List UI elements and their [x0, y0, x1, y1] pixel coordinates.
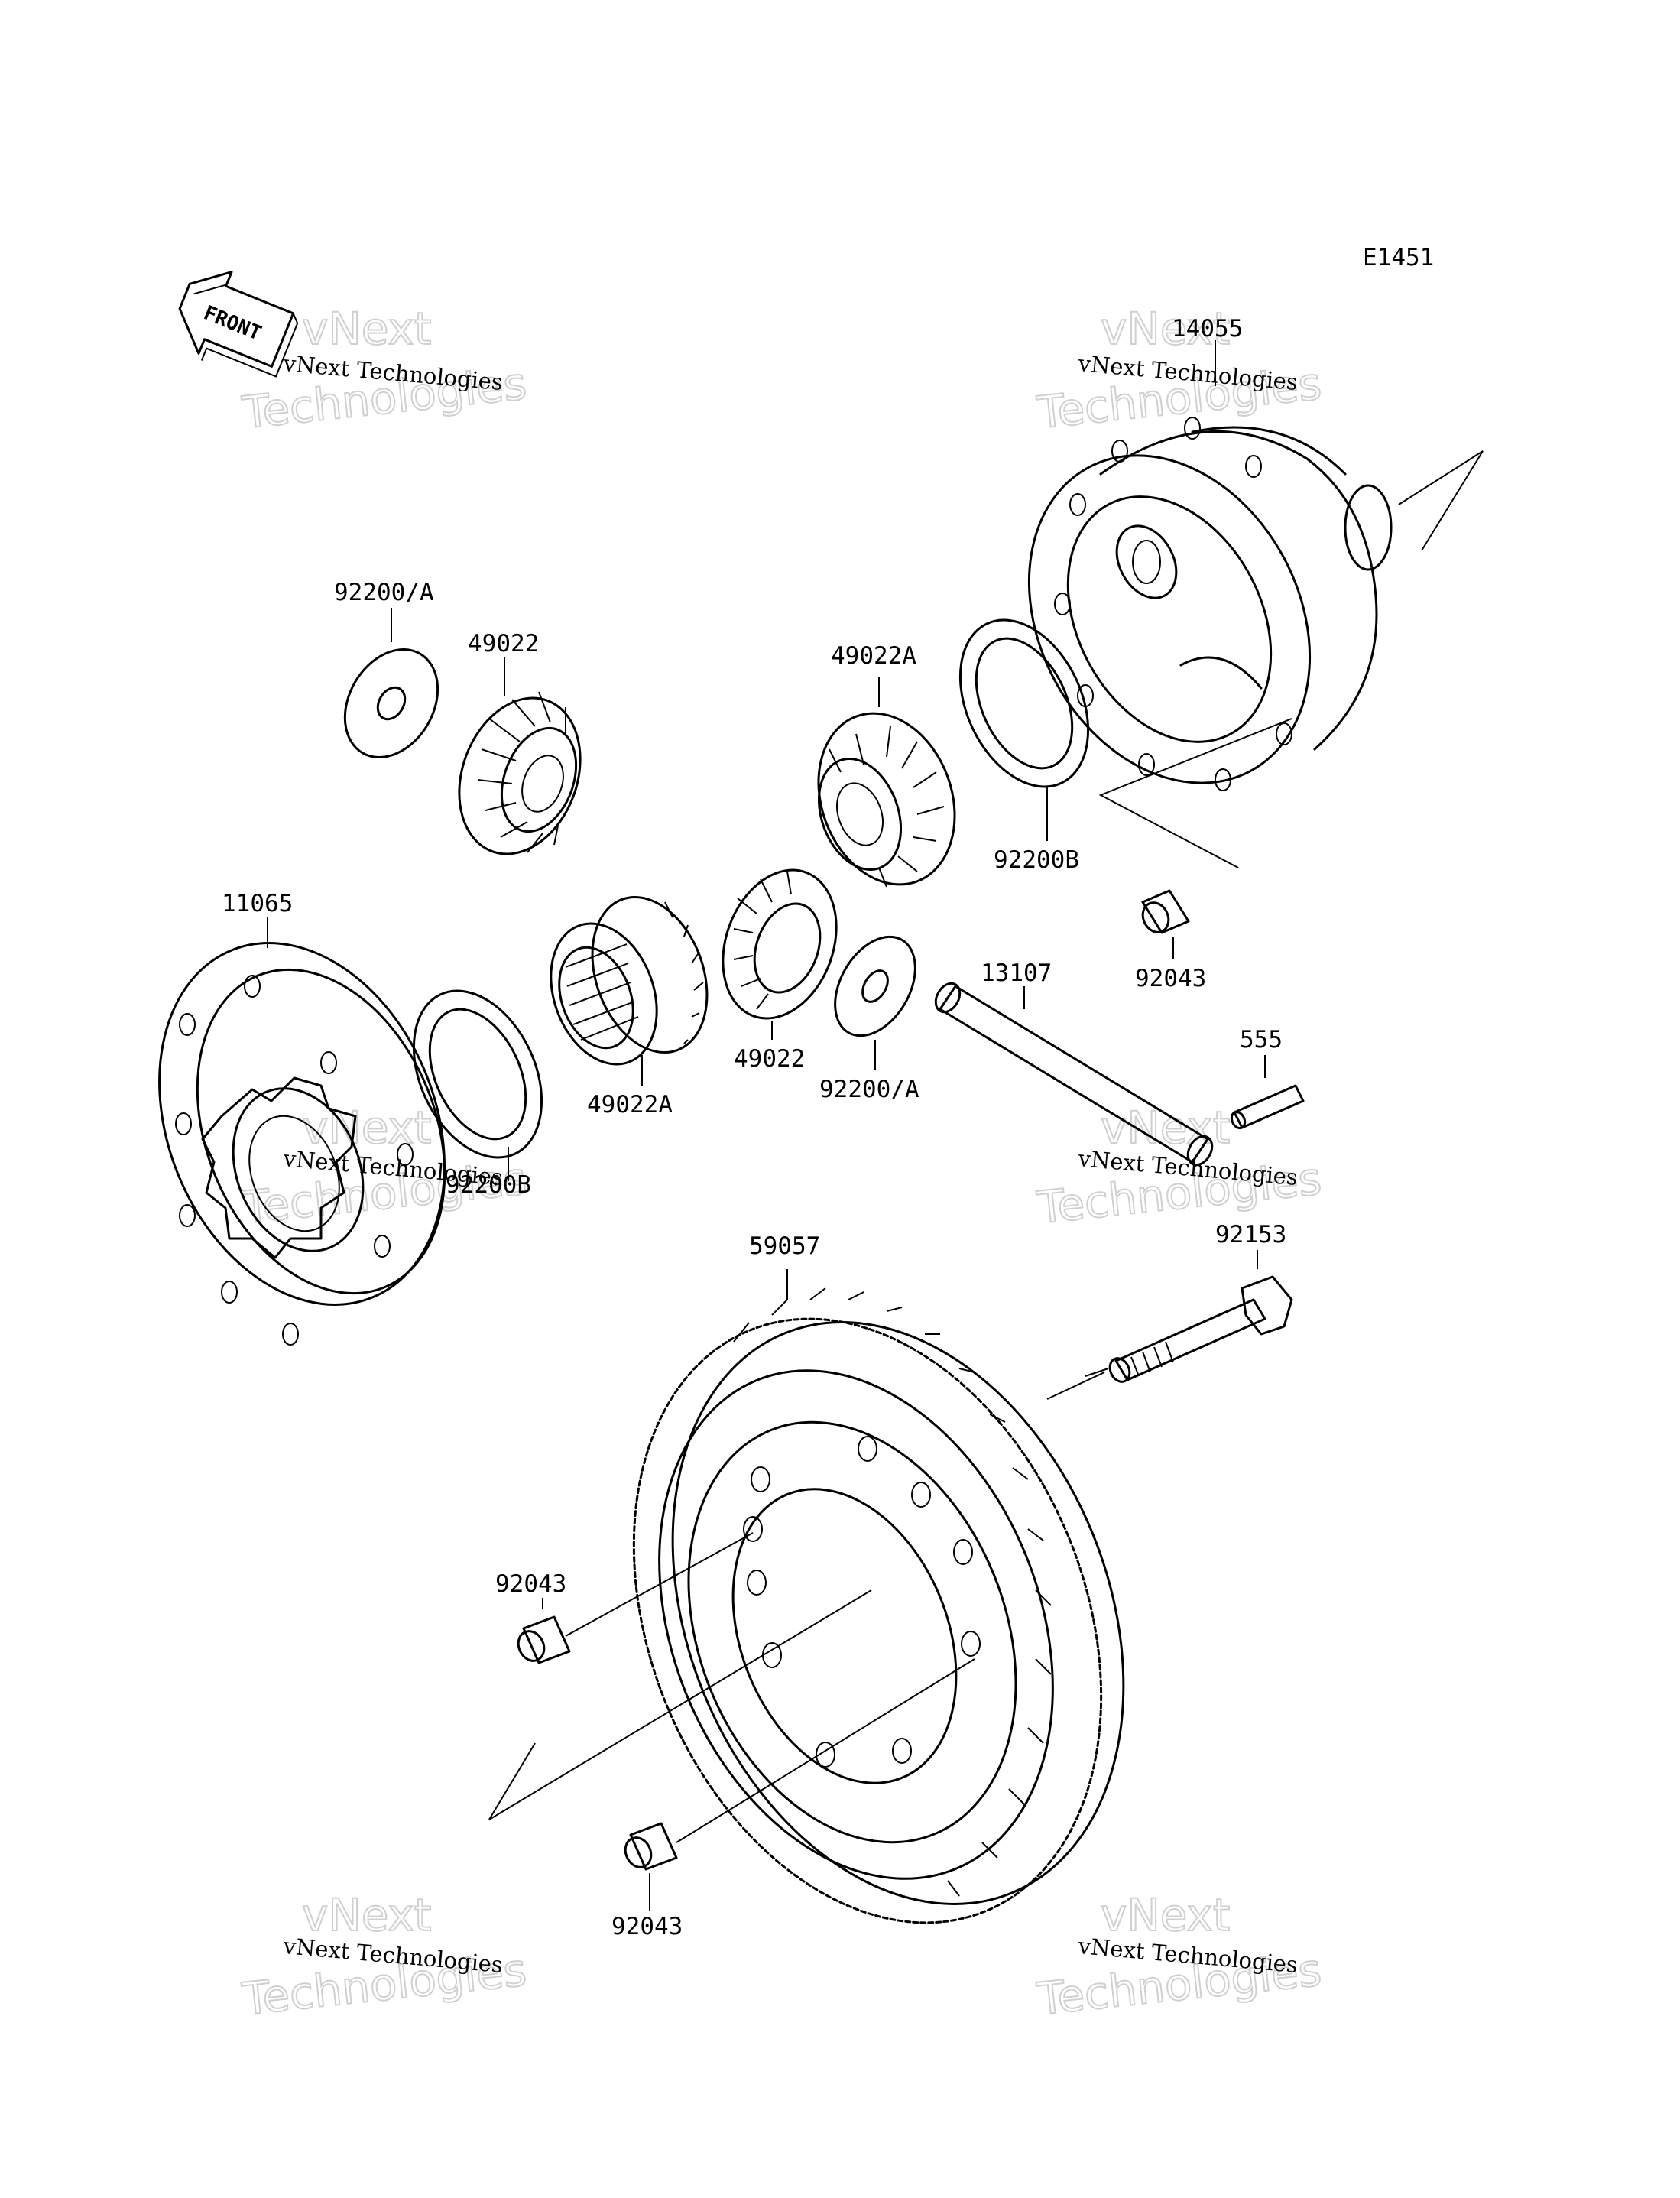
ring-gear-59057 — [488, 1269, 1125, 1924]
pinion-gear-49022-middle — [722, 868, 838, 1040]
washer-92200B-left — [412, 989, 543, 1181]
label-92200B-right: 92200B — [994, 846, 1079, 874]
pinion-shaft-13107 — [934, 982, 1214, 1167]
label-11065: 11065 — [222, 890, 293, 917]
label-49022-top: 49022 — [468, 630, 539, 657]
dowel-pin-92043-upper — [1141, 889, 1190, 959]
side-gear-49022A-middle — [550, 895, 709, 1086]
label-92200B-left: 92200B — [446, 1171, 531, 1199]
svg-text:vNext: vNext — [302, 1889, 431, 1941]
label-49022-middle: 49022 — [734, 1045, 805, 1073]
diagram-code: E1451 — [1363, 244, 1434, 271]
washer-92200A-top — [343, 608, 439, 759]
svg-text:vNext: vNext — [302, 303, 431, 355]
bevel-gear-49022-top — [458, 657, 582, 855]
watermark-top-left: vNext Technologies vNext Technologies — [238, 302, 530, 440]
label-92200A-top: 92200/A — [334, 579, 434, 606]
differential-cover-11065 — [158, 917, 446, 1346]
differential-case-14055 — [1027, 340, 1484, 868]
label-14055: 14055 — [1172, 315, 1243, 343]
pin-555 — [1230, 1055, 1305, 1130]
label-49022A-top: 49022A — [831, 642, 916, 670]
dowel-pin-92043-left — [517, 1532, 754, 1664]
bevel-gear-49022A-top — [817, 677, 956, 888]
washer-92200A-middle — [834, 935, 916, 1070]
front-label: FRONT — [200, 301, 264, 345]
label-92153: 92153 — [1215, 1221, 1286, 1248]
svg-text:vNext: vNext — [1101, 303, 1230, 355]
watermark-bottom-left: vNext Technologies vNext Technologies — [238, 1888, 530, 2026]
label-92043-left: 92043 — [495, 1570, 566, 1598]
washer-92200B-right — [958, 618, 1090, 841]
bolt-92153 — [1046, 1250, 1293, 1400]
label-555: 555 — [1240, 1026, 1283, 1054]
label-92043-upper: 92043 — [1135, 965, 1206, 992]
label-59057: 59057 — [749, 1232, 820, 1260]
watermark-middle-left: vNext Technologies vNext Technologies — [238, 1101, 530, 1235]
watermark-bottom-right: vNext Technologies vNext Technologies — [1033, 1888, 1325, 2026]
svg-text:vNext: vNext — [1101, 1889, 1230, 1941]
label-92200A-middle: 92200/A — [819, 1076, 919, 1103]
label-92043-bottom: 92043 — [611, 1913, 683, 1940]
label-13107: 13107 — [981, 959, 1052, 987]
dowel-pin-92043-bottom — [624, 1658, 975, 1911]
svg-text:vNext: vNext — [302, 1102, 431, 1154]
label-49022A-middle: 49022A — [587, 1091, 673, 1118]
